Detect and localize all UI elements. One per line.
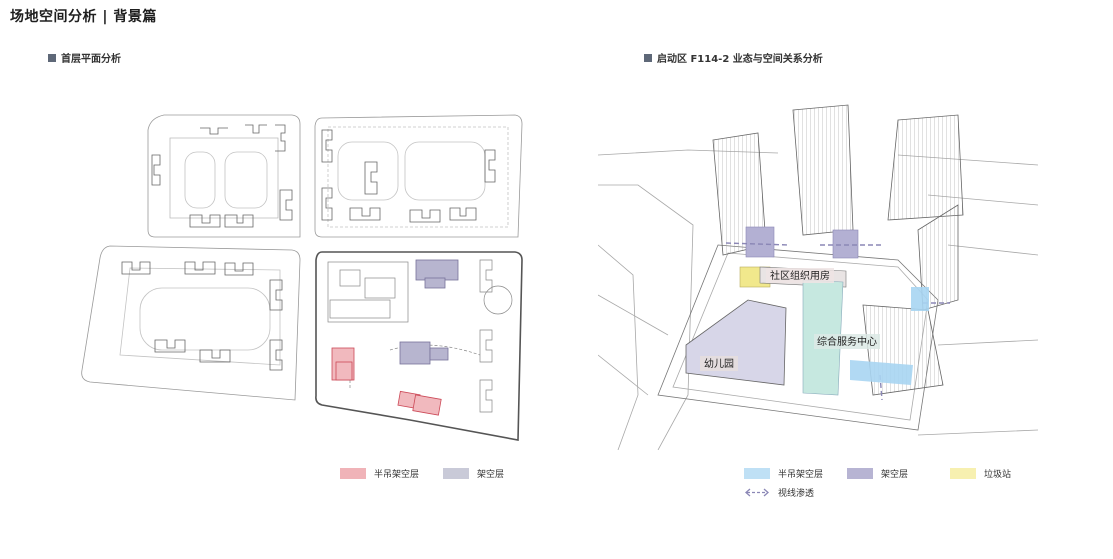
legend-label-overhead-purple: 架空层 [881,470,909,480]
legend-swatch-overhead [443,468,470,479]
heading-square-icon [644,53,652,62]
label-service-center: 综合服务中心 [817,335,877,348]
left-heading-text: 首层平面分析 [61,54,121,65]
legend-swatch-semi-hung-blue [744,468,770,479]
legend-swatch-semi-hung [340,468,366,479]
right-legend-arrow: 视线渗透 [744,486,814,499]
legend-label-semi-hung-blue: 半吊架空层 [778,470,824,480]
sightline-arrow-icon [745,488,769,497]
label-kindergarten: 幼儿园 [704,357,734,370]
legend-label-sightline: 视线渗透 [778,489,815,499]
community-label-bg [766,268,834,283]
right-heading-text: 启动区 F114-2 业态与空间关系分析 [657,54,823,65]
kindergarten-block [685,299,787,386]
semi-hung-zones [850,287,929,385]
legend-label-overhead: 架空层 [477,470,505,480]
service-label-bg [814,334,880,349]
left-section-heading: 首层平面分析 [48,50,121,65]
legend-swatch-garbage [950,468,977,479]
right-section-heading: 启动区 F114-2 业态与空间关系分析 [644,50,823,65]
residential-towers [712,104,964,396]
legend-label-semi-hung: 半吊架空层 [374,470,420,480]
ground-floor-site-plan [81,114,523,441]
heading-square-icon [48,53,56,62]
overhead-zones [745,226,859,259]
left-legend: 半吊架空层 架空层 [340,467,504,480]
block-northeast [314,114,523,238]
legend-label-garbage: 垃圾站 [984,470,1012,480]
label-community: 社区组织用房 [770,269,830,282]
kindergarten-label-bg [700,356,738,371]
block-southwest [81,245,301,401]
block-southeast [315,251,523,441]
page-title: 场地空间分析 | 背景篇 [10,9,157,25]
legend-swatch-overhead-purple [847,468,874,479]
axonometric-diagram: 社区组织用房 综合服务中心 幼儿园 [598,104,1038,450]
right-legend: 半吊架空层 架空层 垃圾站 [744,467,1011,480]
block-northwest [147,114,301,238]
